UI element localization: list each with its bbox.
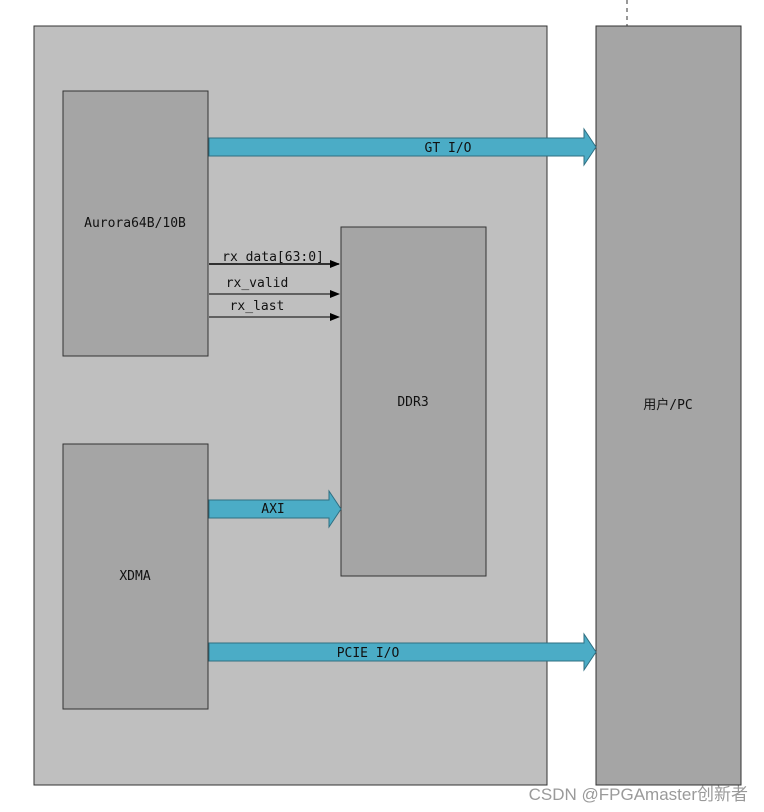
gt-io-bus-arrow <box>208 127 597 167</box>
aurora-label: Aurora64B/10B <box>84 216 186 231</box>
user-pc-label: 用户/PC <box>643 397 692 413</box>
rx-valid-label: rx_valid <box>226 276 289 291</box>
ddr3-block <box>340 226 487 577</box>
axi-bus-label: AXI <box>261 502 284 517</box>
xdma-label: XDMA <box>119 569 150 584</box>
pcie-io-bus-label: PCIE I/O <box>337 646 400 661</box>
aurora-block <box>62 90 209 357</box>
pcie-io-bus-arrow <box>208 632 597 672</box>
ddr3-label: DDR3 <box>397 395 428 410</box>
xdma-block <box>62 443 209 710</box>
user-pc-block <box>595 25 742 786</box>
csdn-watermark: CSDN @FPGAmaster创新者 <box>529 785 748 804</box>
rx-data-label: rx_data[63:0] <box>222 250 324 265</box>
rx-last-label: rx_last <box>230 299 285 314</box>
gt-io-bus-label: GT I/O <box>425 141 472 156</box>
axi-bus-arrow <box>208 489 342 529</box>
